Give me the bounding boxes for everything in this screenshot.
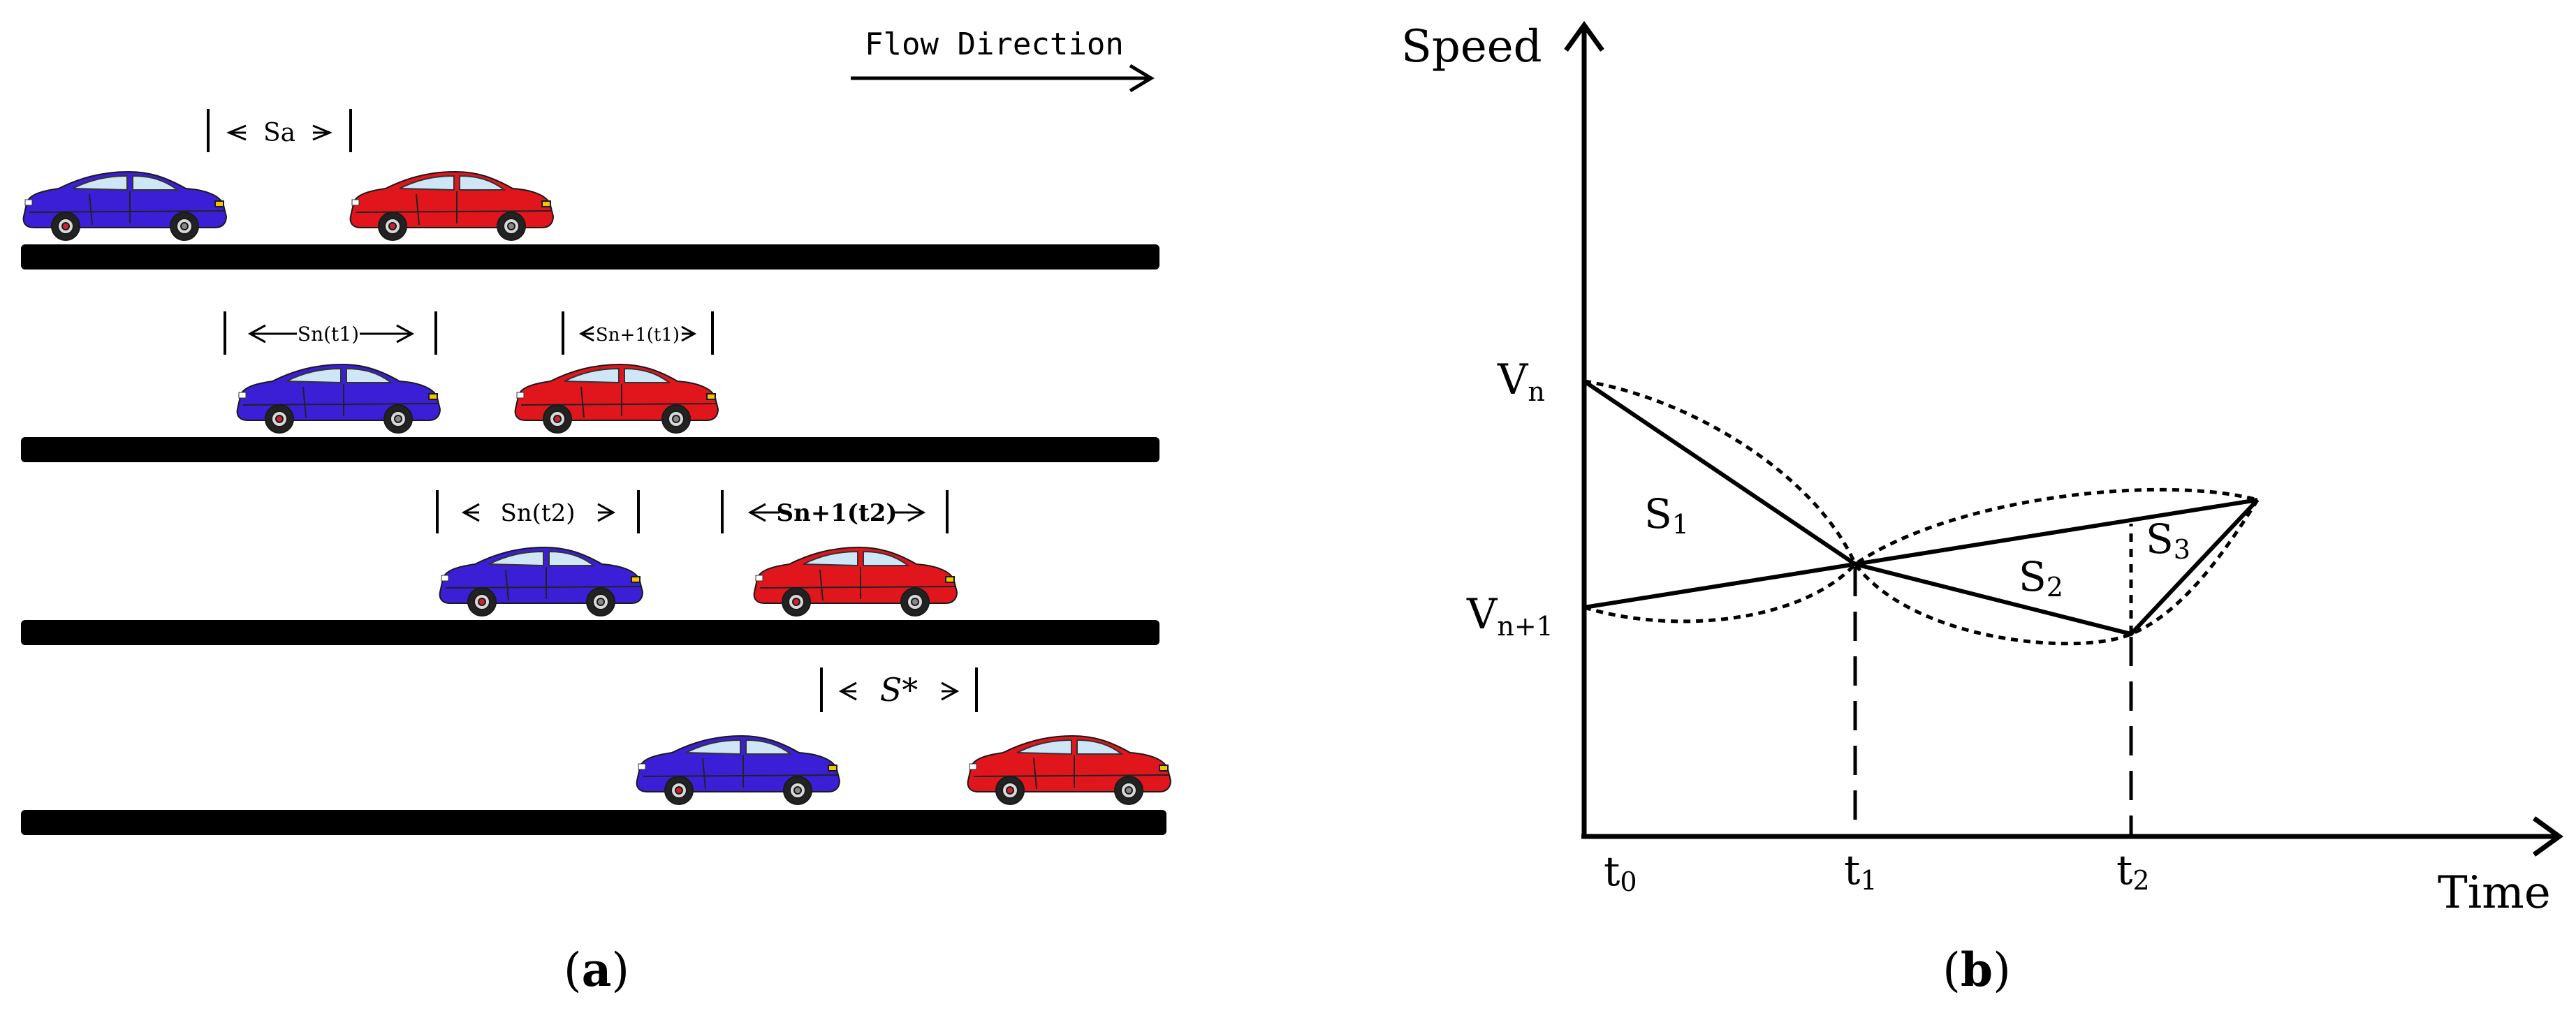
area-label-s3: S3 [2146,515,2190,565]
leader-car-2 [514,364,719,434]
follower-car-2 [236,364,441,434]
flow-arrow-head [1129,64,1155,93]
panel-b-letter: b [1961,943,1993,997]
tick-label-t1: t1 [1844,846,1878,896]
x-axis-label: Time [2438,867,2551,919]
road-2 [21,437,1159,462]
svg-text:t2: t2 [2116,846,2150,896]
leader-car-4 [967,735,1171,805]
panel-a: Flow Direction Sa [21,27,1171,997]
gap-label-sn1-t2: Sn+1(t2) [777,499,898,527]
gap-marker-sa: Sa [207,109,352,152]
gap-label-sn1-t1: Sn+1(t1) [596,325,680,346]
svg-text:Vn: Vn [1497,355,1545,407]
leader-speed-line [1583,379,2260,636]
follower-speed-line [1583,498,2258,610]
svg-text:S3: S3 [2146,515,2190,565]
panel-a-letter: a [582,943,612,997]
tick-label-t0: t0 [1604,848,1637,897]
panel-b: Speed Time Vn Vn+1 t0 t1 t2 [1401,21,2563,997]
gap-label-sn-t1: Sn(t1) [298,323,359,346]
svg-text:S2: S2 [2019,553,2063,603]
follower-car-1 [22,171,228,241]
follower-car-3 [439,547,643,617]
tick-label-vn1-sub: n+1 [1497,611,1553,642]
y-axis-arrow [1564,21,1604,52]
flow-direction: Flow Direction [851,27,1155,93]
panel-a-label: (a) [564,943,629,997]
flow-direction-label: Flow Direction [865,27,1124,62]
svg-text:Vn+1: Vn+1 [1466,590,1553,642]
follower-speed-curve [1583,487,2258,623]
follower-car-4 [636,735,840,805]
road-1 [21,244,1159,270]
area-label-s1: S1 [1644,490,1689,540]
row-2: Sn(t1) Sn+1(t1) [21,311,1159,462]
panel-b-label: (b) [1942,943,2011,997]
gap-marker-s-star: S* [820,667,978,712]
gap-label-sa: Sa [263,119,295,147]
svg-text:t0: t0 [1604,848,1637,897]
gap-marker-sn1-t2: Sn+1(t2) [721,490,949,533]
leader-car-3 [753,547,958,617]
tick-label-vn: Vn [1497,355,1545,407]
tick-label-vn1: Vn+1 [1466,590,1553,642]
tick-label-t2: t2 [2116,846,2150,896]
svg-text:S1: S1 [1644,490,1689,540]
row-1: Sa [21,109,1159,270]
leader-speed-curve [1583,379,2260,646]
gap-marker-sn-t2: Sn(t2) [436,490,640,533]
road-3 [21,620,1159,645]
row-4: S* [21,667,1171,835]
tick-label-vn-main: V [1497,355,1529,404]
gap-marker-sn-t1: Sn(t1) [224,311,437,355]
y-axis-label: Speed [1401,21,1542,73]
row-3: Sn(t2) Sn+1(t2) [21,490,1159,645]
tick-label-vn-sub: n [1528,376,1544,407]
leader-car-1 [349,171,554,241]
gap-marker-sn1-t1: Sn+1(t1) [562,311,714,355]
x-axis-arrow [2532,816,2563,857]
gap-label-sn-t2: Sn(t2) [500,499,575,527]
area-label-s2: S2 [2019,553,2063,603]
gap-label-s-star: S* [880,671,919,709]
svg-text:t1: t1 [1844,846,1878,896]
tick-label-vn1-main: V [1466,590,1498,639]
road-4 [21,810,1166,835]
